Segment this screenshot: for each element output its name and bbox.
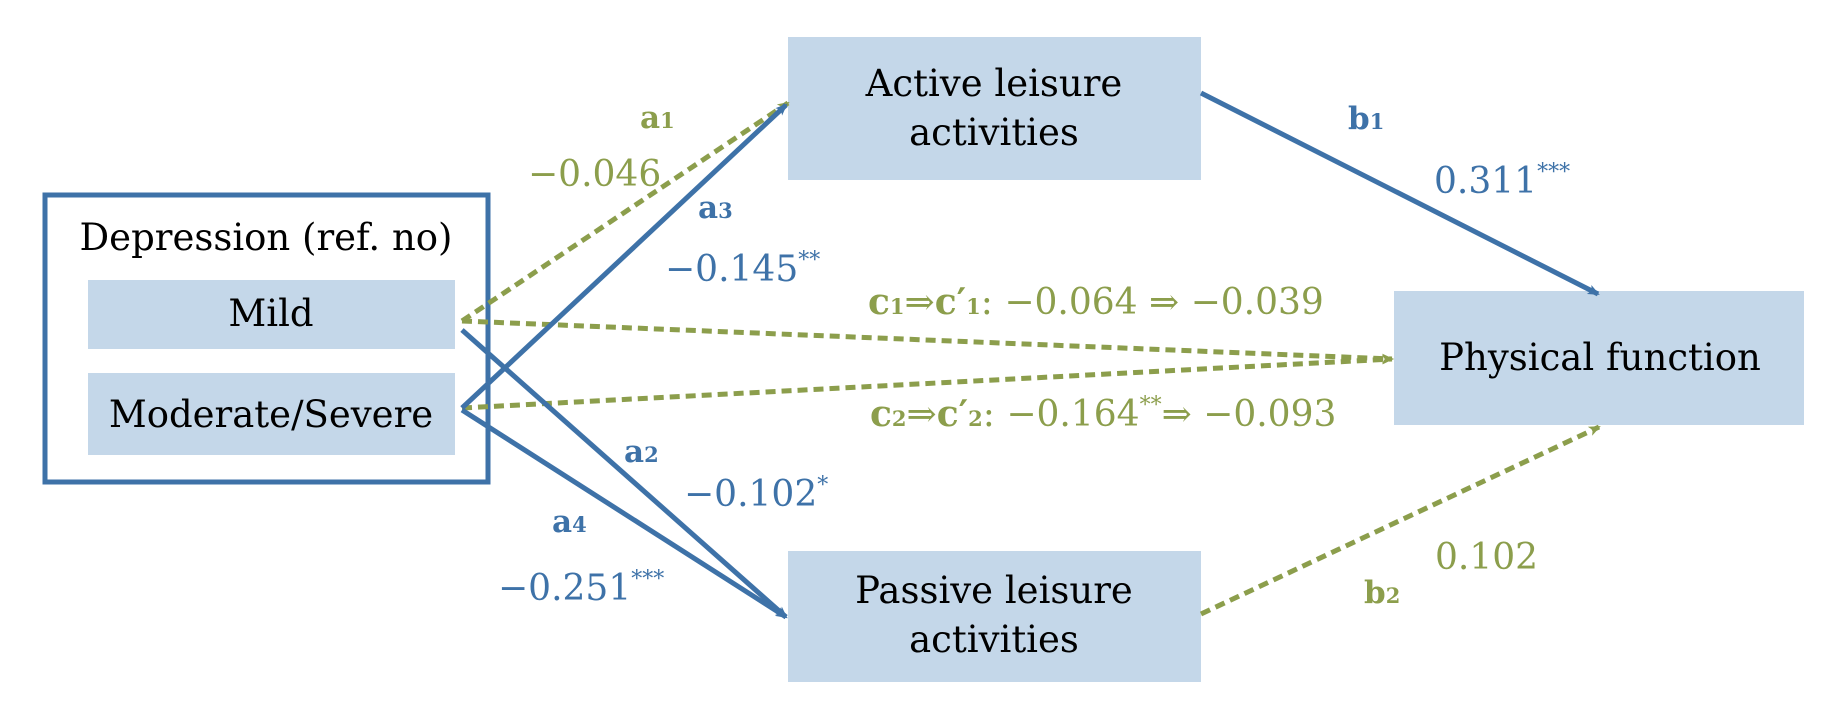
path-a3-coef: −0.145**: [665, 248, 820, 290]
active-leisure-label-line2: activities: [909, 111, 1079, 154]
arrow-c1: [461, 318, 1394, 364]
path-b2-id: b2: [1364, 575, 1400, 611]
passive-leisure-box: [788, 551, 1201, 682]
arrow-a3: [460, 103, 788, 410]
moderate-severe-box: [88, 373, 455, 455]
path-c1-label: c1⇒c′1: −0.064 ⇒ −0.039: [868, 281, 1324, 323]
path-a3-id: a3: [698, 190, 733, 226]
path-a4-id: a4: [552, 504, 587, 540]
passive-leisure-label-line2: activities: [909, 618, 1079, 661]
path-a4-coef: −0.251***: [498, 567, 664, 609]
path-b1-id: b1: [1348, 101, 1384, 137]
path-a1-id: a1: [640, 100, 675, 136]
arrow-b1: [1199, 90, 1600, 297]
arrow-b2: [1199, 424, 1601, 617]
depression-title: Depression (ref. no): [80, 216, 453, 259]
mild-label: Mild: [228, 292, 313, 335]
physical-function-label: Physical function: [1439, 336, 1761, 379]
path-a2-id: a2: [624, 434, 659, 470]
arrow-a4: [460, 407, 788, 620]
moderate-severe-label: Moderate/Severe: [109, 393, 433, 436]
path-b1-coef: 0.311***: [1434, 160, 1570, 202]
path-a2-coef: −0.102*: [684, 473, 828, 515]
physical-function-box: [1394, 291, 1804, 425]
path-b2-coef: 0.102: [1435, 537, 1538, 578]
arrow-a1: [460, 100, 790, 324]
active-leisure-label-line1: Active leisure: [865, 62, 1123, 105]
mild-box: [88, 280, 455, 349]
arrow-a2: [460, 328, 788, 619]
depression-frame: [42, 192, 491, 485]
path-c2-label: c2⇒c′2: −0.164**⇒ −0.093: [870, 393, 1336, 435]
active-leisure-box: [788, 37, 1201, 180]
path-a1-coef: −0.046: [528, 154, 661, 195]
passive-leisure-label-line1: Passive leisure: [855, 569, 1133, 612]
arrow-c2: [461, 354, 1394, 411]
